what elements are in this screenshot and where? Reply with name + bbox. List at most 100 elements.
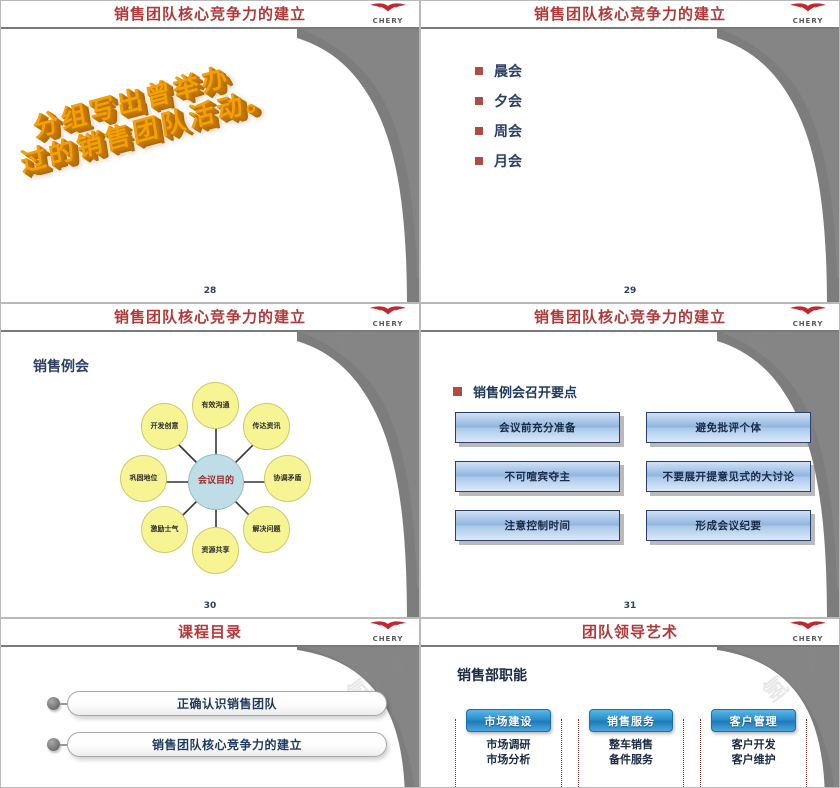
slide-header (421, 304, 839, 331)
connector-line (60, 743, 67, 746)
chery-logo-icon: CHERY (784, 305, 832, 330)
diagram-spoke-label: 资源共享 (201, 545, 230, 554)
chery-logo-icon: CHERY (364, 2, 412, 27)
header-rule (421, 27, 839, 29)
page-number: 30 (203, 601, 217, 611)
agenda-pill[interactable]: 销售团队核心竞争力的建立 (67, 732, 387, 757)
slide-28[interactable]: 销售团队核心竞争力的建立 CHERY 分组写出曾举办 过的销售团队活动。 28 (0, 0, 420, 303)
function-caption[interactable]: 客户管理 (711, 709, 796, 732)
diagram-spoke-label: 激励士气 (150, 524, 179, 533)
chery-logo-text: CHERY (792, 320, 824, 328)
chery-logo-text: CHERY (792, 635, 824, 643)
list-item-label: 夕会 (494, 94, 522, 110)
key-point-label: 形成会议纪要 (695, 520, 762, 532)
section-subtitle: 销售部职能 (457, 668, 527, 684)
function-column[interactable]: 销售服务 整车销售 备件服务 (577, 709, 685, 787)
function-items: 市场调研 市场分析 (460, 738, 557, 768)
slide-30[interactable]: 氢元素 销售团队核心竞争力的建立 CHERY 销售例会 (0, 303, 420, 618)
list-item[interactable]: 周会 (475, 121, 522, 141)
bullet-dot-icon (47, 738, 60, 751)
page-title: 销售团队核心竞争力的建立 (533, 308, 726, 326)
function-item: 客户开发 (731, 738, 776, 751)
slide-32[interactable]: 氢元素 课程目录 CHERY 正确认识销售团队 销售团队核 (0, 618, 420, 788)
key-point-box[interactable]: 注意控制时间 (455, 510, 620, 541)
slide-31[interactable]: 氢元素 销售团队核心竞争力的建立 CHERY 销售例会召开要点 会议前充分准备 … (420, 303, 840, 618)
key-point-box[interactable]: 不可喧宾夺主 (455, 461, 620, 492)
square-bullet-icon (453, 387, 462, 396)
key-point-label: 不可喧宾夺主 (504, 471, 571, 483)
square-bullet-icon (475, 157, 483, 165)
header-rule (421, 330, 839, 332)
agenda-item[interactable]: 销售团队核心竞争力的建立 (47, 732, 387, 757)
chery-logo-text: CHERY (792, 17, 824, 25)
page-number: 31 (623, 601, 637, 611)
diagram-spoke-node: 传达资讯 (243, 403, 290, 450)
bullet-list: 晨会 夕会 周会 月会 (475, 61, 522, 181)
agenda-pill[interactable]: 正确认识销售团队 (67, 691, 387, 716)
watermark: 氢元素 (757, 641, 832, 708)
header-rule (1, 645, 419, 647)
agenda-item[interactable]: 正确认识销售团队 (47, 691, 387, 716)
key-point-label: 会议前充分准备 (499, 422, 576, 434)
diagram-spoke-node: 有效沟通 (192, 382, 239, 429)
function-item: 市场调研 (486, 738, 531, 751)
square-bullet-icon (475, 127, 483, 135)
corner-swoosh-graphic (699, 28, 839, 302)
slide-29[interactable]: 销售团队核心竞争力的建立 CHERY 晨会 夕会 周会 月会 (420, 0, 840, 303)
key-point-label: 注意控制时间 (504, 520, 571, 532)
diagram-spoke-node: 解决问题 (243, 506, 290, 553)
key-point-box[interactable]: 会议前充分准备 (455, 412, 620, 443)
diagram-spoke-node: 开发创意 (141, 403, 188, 450)
key-point-box[interactable]: 不要展开提意见式的大讨论 (646, 461, 811, 492)
diagram-spoke-node: 协调矛盾 (264, 455, 311, 502)
key-point-label: 不要展开提意见式的大讨论 (662, 471, 795, 483)
section-heading-label: 销售例会召开要点 (473, 386, 578, 401)
function-items: 整车销售 备件服务 (583, 738, 680, 768)
function-column[interactable]: 市场建设 市场调研 市场分析 (455, 709, 562, 787)
header-rule (1, 27, 419, 29)
key-point-label: 避免批评个体 (695, 422, 762, 434)
list-item-label: 月会 (494, 154, 522, 170)
page-title: 销售团队核心竞争力的建立 (113, 5, 306, 23)
chery-logo-icon: CHERY (784, 620, 832, 645)
list-item[interactable]: 晨会 (475, 61, 522, 81)
function-item: 备件服务 (608, 752, 653, 766)
page-title: 销售团队核心竞争力的建立 (533, 5, 726, 23)
page-title: 销售团队核心竞争力的建立 (113, 308, 306, 326)
list-item[interactable]: 月会 (475, 151, 522, 171)
header-rule (421, 645, 839, 647)
key-points-grid: 会议前充分准备 避免批评个体 不可喧宾夺主 不要展开提意见式的大讨论 注意控制时… (455, 412, 811, 541)
slide-33[interactable]: 氢元素 团队领导艺术 CHERY 销售部职能 市场建设 市场调研 市场分析 (420, 618, 840, 788)
diagram-spoke-label: 有效沟通 (201, 400, 230, 409)
function-caption[interactable]: 销售服务 (588, 709, 674, 732)
function-item: 市场分析 (486, 752, 531, 766)
diagram-spoke-label: 解决问题 (252, 524, 281, 533)
section-subtitle: 销售例会 (33, 359, 89, 375)
diagram-spoke-node: 资源共享 (192, 527, 239, 574)
wordart-block: 分组写出曾举办 过的销售团队活动。 (1, 61, 419, 236)
chery-logo-text: CHERY (372, 635, 404, 643)
function-column[interactable]: 客户管理 客户开发 客户维护 (700, 709, 807, 787)
key-point-box[interactable]: 形成会议纪要 (646, 510, 811, 541)
square-bullet-icon (475, 67, 483, 75)
list-item[interactable]: 夕会 (475, 91, 522, 111)
agenda-list: 正确认识销售团队 销售团队核心竞争力的建立 (47, 691, 387, 773)
diagram-spoke-node: 激励士气 (141, 506, 188, 553)
diagram-spoke-label: 协调矛盾 (273, 473, 302, 482)
connector-line (60, 702, 67, 705)
header-rule (1, 330, 419, 332)
key-point-box[interactable]: 避免批评个体 (646, 412, 811, 443)
function-item: 客户维护 (731, 752, 776, 766)
function-item: 整车销售 (608, 738, 653, 751)
function-caption[interactable]: 市场建设 (466, 709, 551, 732)
diagram-center-label: 会议目的 (197, 476, 234, 487)
wordart-text: 分组写出曾举办 过的销售团队活动。 (18, 51, 275, 178)
slide-header (1, 304, 419, 331)
page-number: 28 (203, 286, 217, 296)
chery-logo-icon: CHERY (784, 2, 832, 27)
chery-logo-icon: CHERY (364, 305, 412, 330)
slide-header (421, 1, 839, 28)
diagram-spoke-label: 传达资讯 (252, 421, 281, 430)
page-title: 课程目录 (177, 623, 242, 641)
